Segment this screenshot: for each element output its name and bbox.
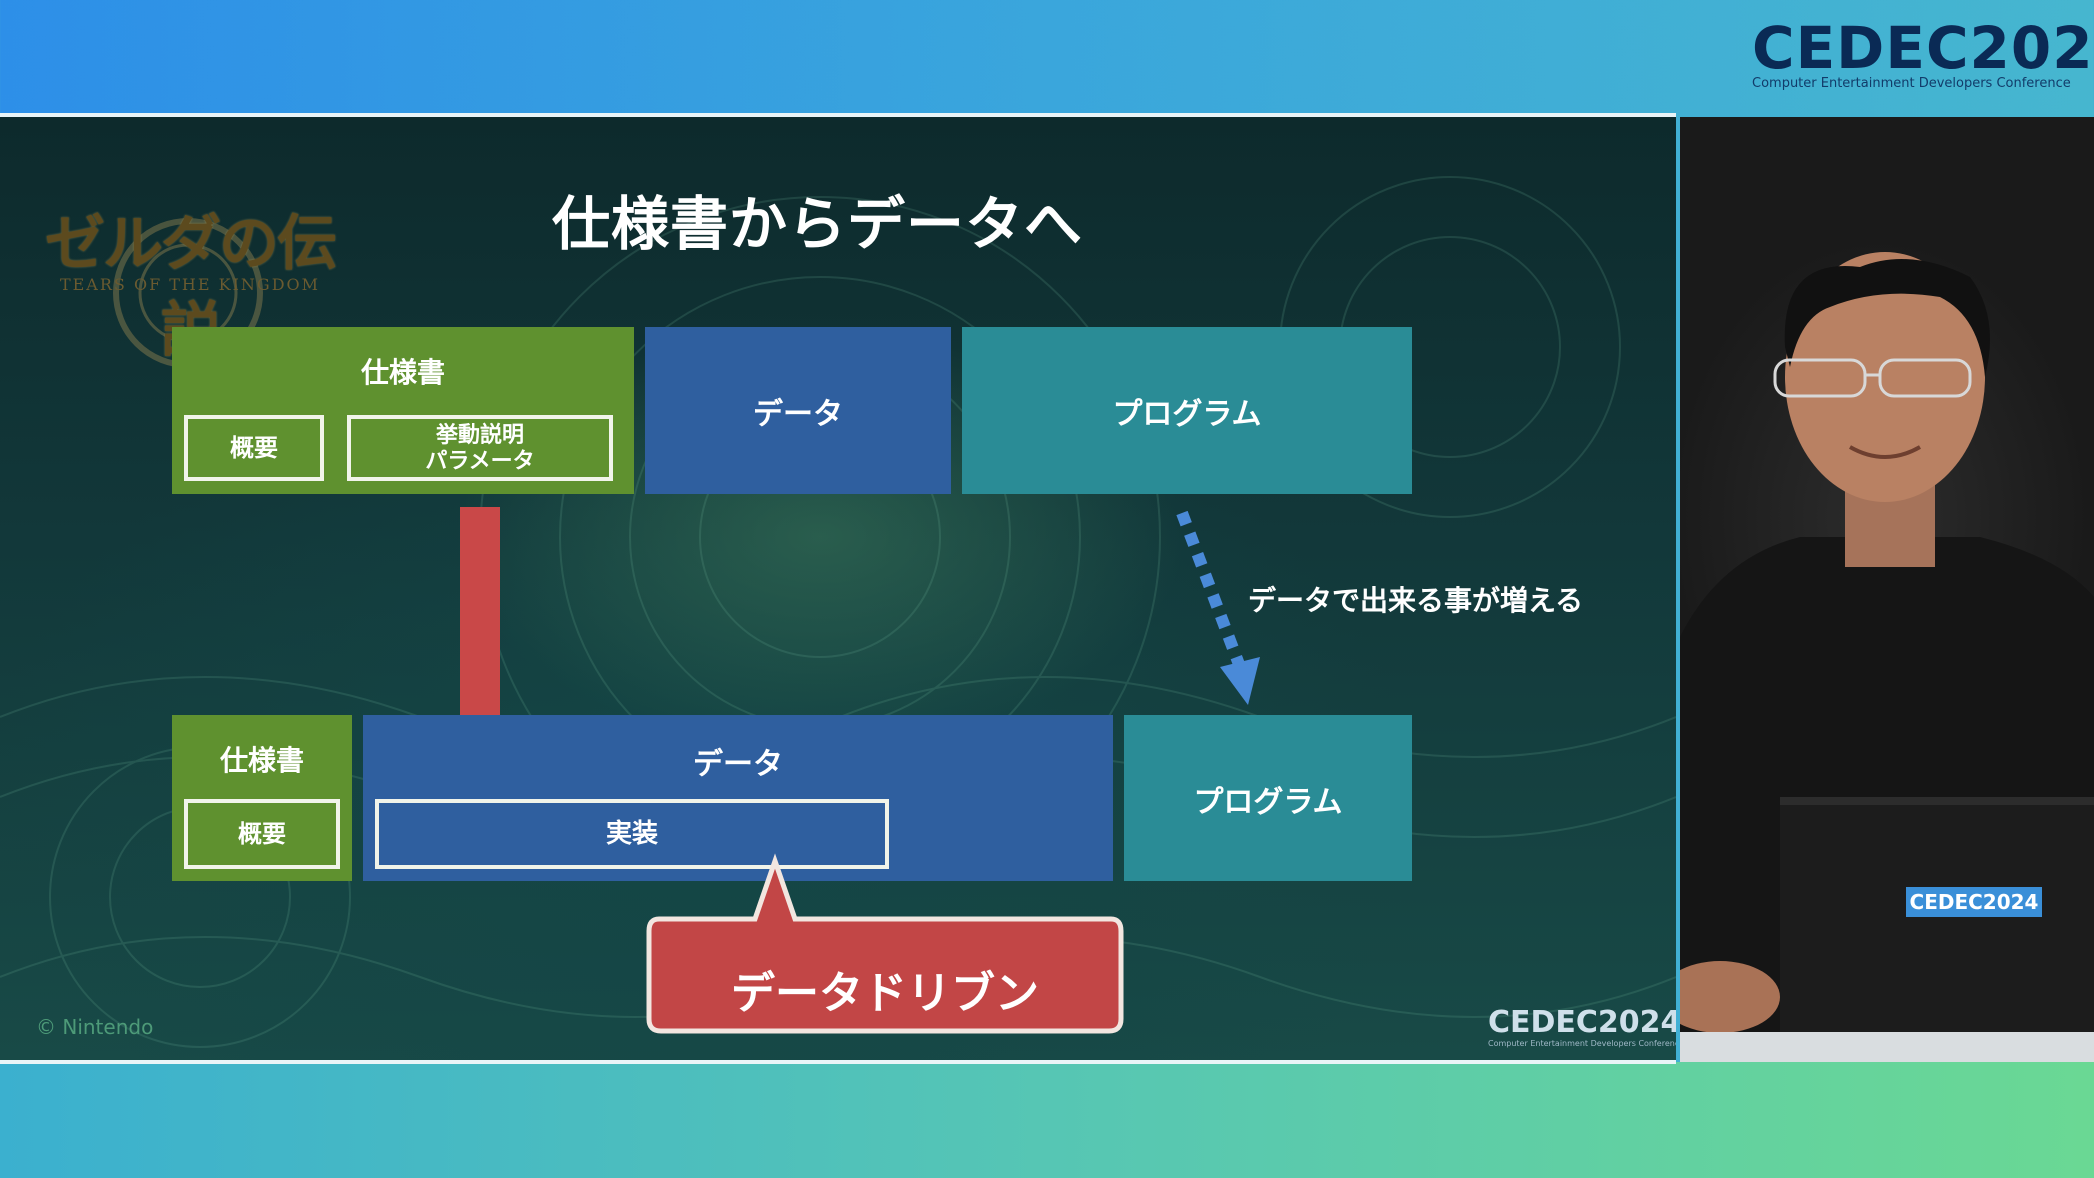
implementation-label: 実装	[605, 819, 658, 849]
bottom-data-box: データ 実装	[363, 715, 1113, 881]
dashed-arrow-icon	[1176, 510, 1260, 705]
speaker-camera-feed: CEDEC2024	[1680, 117, 2094, 1062]
top-overview-label: 概要	[230, 434, 278, 462]
bottom-overview-label: 概要	[238, 820, 286, 848]
bottom-overview-box: 概要	[184, 799, 340, 869]
implementation-box: 実装	[375, 799, 889, 869]
speaker-image	[1680, 252, 2094, 1062]
bottom-spec-title: 仕様書	[219, 744, 304, 777]
presentation-slide: ゼルダの伝説 TEARS OF THE KINGDOM 仕様書からデータへ 仕様…	[0, 113, 1676, 1064]
slide-footer-logo-subtitle: Computer Entertainment Developers Confer…	[1488, 1039, 1676, 1048]
top-spec-title: 仕様書	[360, 356, 445, 389]
top-data-box: データ	[645, 327, 951, 494]
bottom-band	[0, 1062, 2094, 1178]
callout-label: データドリブン	[731, 968, 1039, 1019]
cedec-logo-subtitle: Computer Entertainment Developers Confer…	[1752, 76, 2071, 91]
top-spec-box: 仕様書 概要 挙動説明 パラメータ	[172, 327, 634, 494]
slide-footer-logo-text: CEDEC2024	[1488, 1005, 1676, 1040]
bottom-program-label: プログラム	[1193, 785, 1343, 820]
slide-footer-logo: CEDEC2024 Computer Entertainment Develop…	[1488, 1005, 1676, 1049]
data-driven-callout: データドリブン	[645, 839, 1125, 1034]
cedec-logo-text: CEDEC2024	[1752, 14, 2094, 82]
top-program-box: プログラム	[962, 327, 1412, 494]
slide-title: 仕様書からデータへ	[552, 190, 1084, 258]
behavior-label: 挙動説明	[435, 423, 524, 448]
parameter-label: パラメータ	[425, 449, 535, 474]
copyright-text: © Nintendo	[36, 1015, 154, 1039]
top-overview-box: 概要	[184, 415, 324, 481]
game-logo-subtitle: TEARS OF THE KINGDOM	[59, 275, 321, 294]
top-data-label: データ	[753, 397, 843, 432]
cedec-header-logo: CEDEC2024 Computer Entertainment Develop…	[1752, 14, 2094, 96]
top-behavior-box: 挙動説明 パラメータ	[347, 415, 613, 481]
game-logo: ゼルダの伝説 TEARS OF THE KINGDOM	[30, 165, 350, 368]
bottom-program-box: プログラム	[1124, 715, 1412, 881]
top-program-label: プログラム	[1112, 397, 1262, 432]
bottom-data-title: データ	[693, 747, 783, 782]
laptop-sticker: CEDEC2024	[1906, 887, 2042, 917]
bottom-spec-box: 仕様書 概要	[172, 715, 352, 881]
callout-bubble	[646, 853, 1124, 1034]
note-text: データで出来る事が増える	[1248, 584, 1584, 617]
